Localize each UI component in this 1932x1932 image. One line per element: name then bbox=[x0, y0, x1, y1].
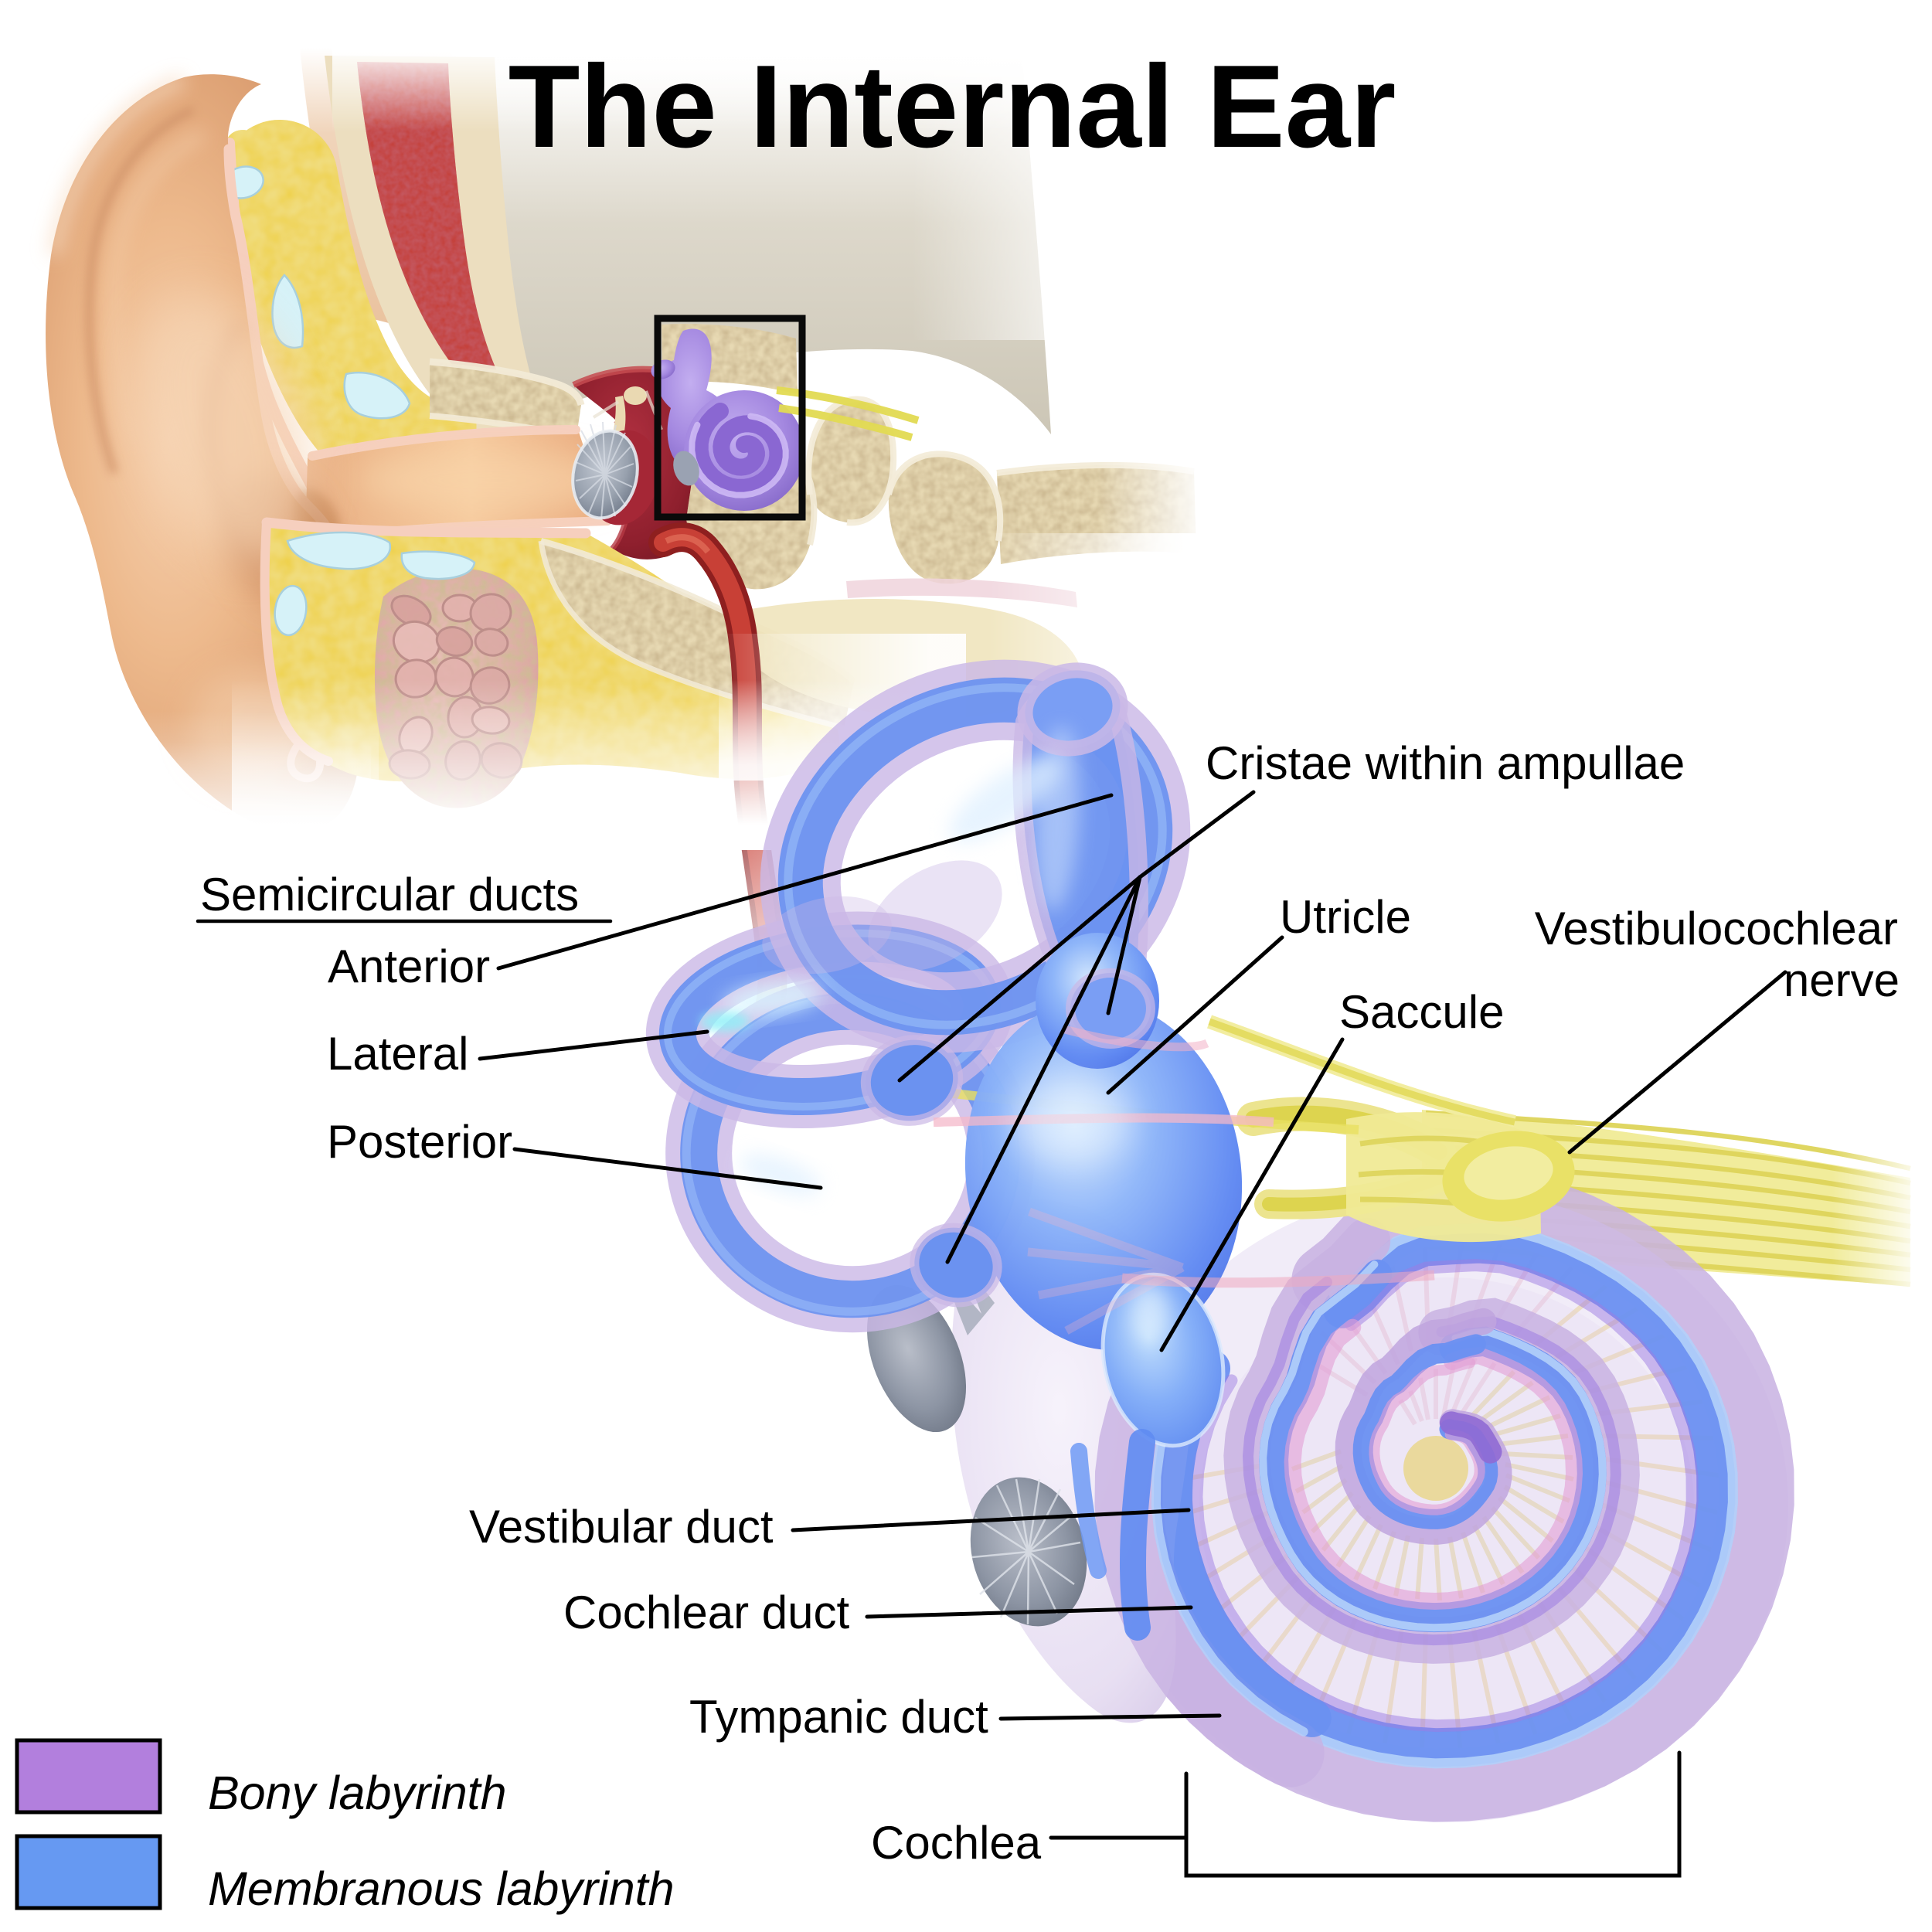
svg-text:Vestibulocochlear: Vestibulocochlear bbox=[1535, 903, 1898, 954]
svg-text:nerve: nerve bbox=[1784, 954, 1900, 1006]
svg-text:The Internal Ear: The Internal Ear bbox=[509, 41, 1396, 172]
svg-text:Lateral: Lateral bbox=[327, 1028, 468, 1080]
svg-text:Saccule: Saccule bbox=[1339, 986, 1504, 1038]
svg-text:Semicircular ducts: Semicircular ducts bbox=[200, 869, 579, 920]
svg-text:Cochlea: Cochlea bbox=[871, 1817, 1042, 1869]
svg-text:Vestibular duct: Vestibular duct bbox=[469, 1501, 774, 1553]
svg-text:Anterior: Anterior bbox=[328, 940, 490, 992]
svg-text:Membranous labyrinth: Membranous labyrinth bbox=[208, 1862, 675, 1915]
svg-text:Cristae within ampullae: Cristae within ampullae bbox=[1206, 737, 1685, 789]
svg-text:Cochlear duct: Cochlear duct bbox=[563, 1587, 850, 1638]
svg-text:Tympanic duct: Tympanic duct bbox=[689, 1691, 988, 1743]
svg-text:Bony labyrinth: Bony labyrinth bbox=[208, 1767, 507, 1819]
svg-text:Posterior: Posterior bbox=[327, 1116, 512, 1168]
svg-text:Utricle: Utricle bbox=[1280, 891, 1411, 943]
